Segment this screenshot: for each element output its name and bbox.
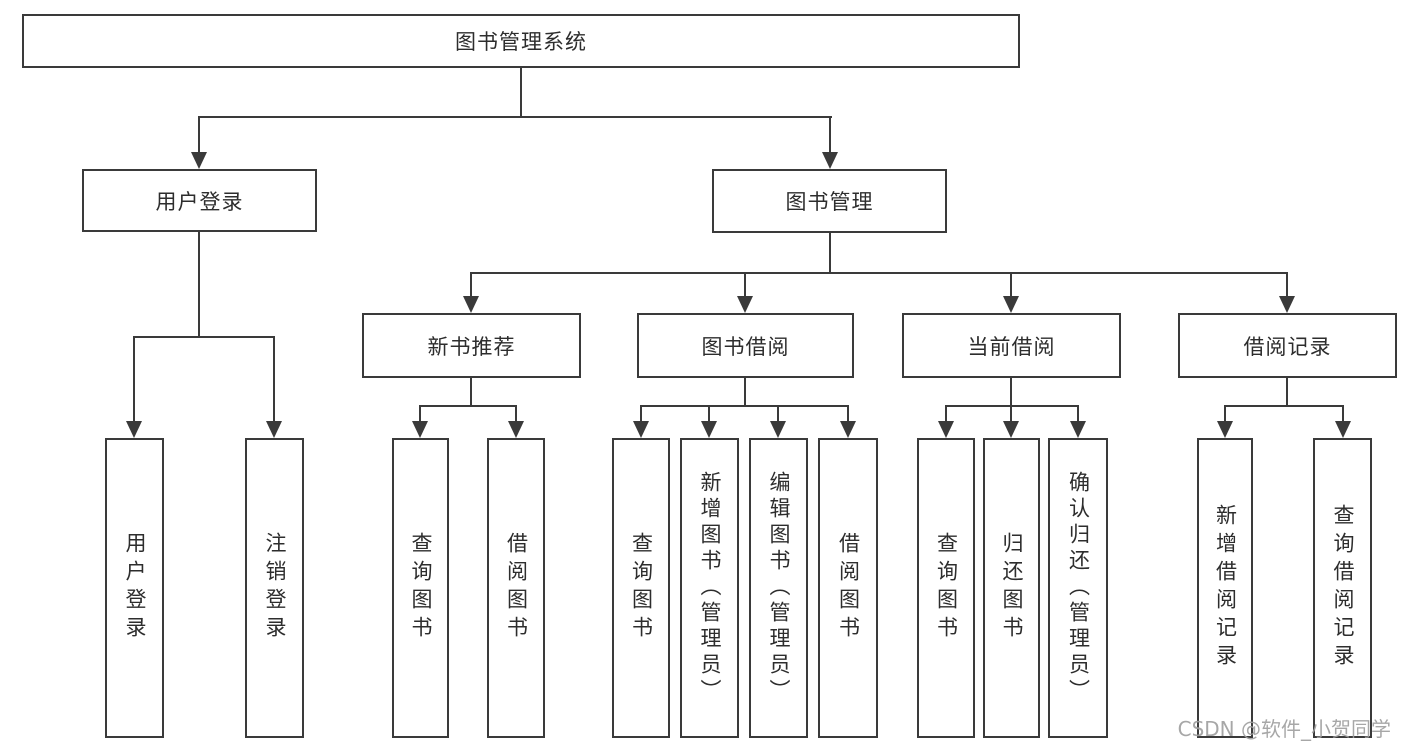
node-book-borrowing: 图书借阅 [637,313,854,378]
connector-line [744,378,746,407]
connector-arrowhead [701,421,717,438]
connector-arrowhead [266,421,282,438]
connector-arrowhead [1279,296,1295,313]
connector-line [420,405,517,407]
connector-arrowhead [126,421,142,438]
leaf-query-books-1: 查询图书 [392,438,449,738]
leaf-confirm-return-admin: 确认归还（管理员） [1048,438,1108,738]
connector-line [1010,378,1012,407]
connector-arrowhead [1003,421,1019,438]
node-new-book-recommend: 新书推荐 [362,313,581,378]
leaf-borrow-books-2: 借阅图书 [818,438,878,738]
connector-arrowhead [770,421,786,438]
connector-line [744,272,746,298]
connector-line [470,378,472,407]
connector-line [133,336,135,423]
connector-line [134,336,275,338]
connector-line [273,336,275,423]
connector-line [470,272,472,298]
connector-arrowhead [840,421,856,438]
connector-arrowhead [737,296,753,313]
connector-line [515,405,517,423]
connector-line [198,232,200,338]
leaf-edit-books-admin: 编辑图书（管理员） [749,438,808,738]
leaf-query-borrow-record: 查询借阅记录 [1313,438,1372,738]
connector-line [419,405,421,423]
connector-arrowhead [1217,421,1233,438]
leaf-return-books: 归还图书 [983,438,1040,738]
connector-line [1286,378,1288,407]
connector-line [1077,405,1079,423]
connector-line [1225,405,1343,407]
connector-line [640,405,642,423]
connector-arrowhead [633,421,649,438]
leaf-borrow-books-1: 借阅图书 [487,438,545,738]
connector-line [641,405,849,407]
connector-line [199,116,832,118]
connector-line [520,68,522,117]
leaf-query-books-2: 查询图书 [612,438,670,738]
connector-line [829,233,831,274]
connector-arrowhead [191,152,207,169]
watermark: CSDN @软件_小贺同学 [1177,717,1391,741]
connector-arrowhead [463,296,479,313]
connector-line [708,405,710,423]
connector-line [829,116,831,154]
connector-arrowhead [822,152,838,169]
connector-line [945,405,947,423]
node-root: 图书管理系统 [22,14,1020,68]
connector-arrowhead [508,421,524,438]
connector-arrowhead [1335,421,1351,438]
connector-arrowhead [1070,421,1086,438]
connector-line [847,405,849,423]
connector-arrowhead [1003,296,1019,313]
node-book-management: 图书管理 [712,169,947,233]
connector-line [1286,272,1288,298]
node-user-login: 用户登录 [82,169,317,232]
connector-line [1224,405,1226,423]
connector-line [1010,405,1012,423]
leaf-add-borrow-record: 新增借阅记录 [1197,438,1253,738]
connector-arrowhead [938,421,954,438]
node-borrowing-records: 借阅记录 [1178,313,1397,378]
leaf-add-books-admin: 新增图书（管理员） [680,438,739,738]
node-current-borrowing: 当前借阅 [902,313,1121,378]
connector-line [946,405,1079,407]
leaf-query-books-3: 查询图书 [917,438,975,738]
connector-line [777,405,779,423]
connector-line [1342,405,1344,423]
leaf-user-login: 用户登录 [105,438,164,738]
leaf-logout: 注销登录 [245,438,304,738]
connector-arrowhead [412,421,428,438]
connector-line [1010,272,1012,298]
connector-line [471,272,1288,274]
connector-line [198,116,200,154]
